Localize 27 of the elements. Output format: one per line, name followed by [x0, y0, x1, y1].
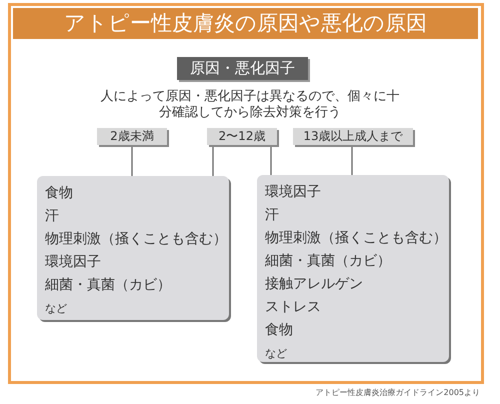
list-item: 環境因子	[265, 183, 321, 202]
connector-line	[270, 145, 272, 175]
list-item: 物理刺激（掻くことも含む）	[45, 230, 227, 249]
list-item: ストレス	[265, 298, 321, 317]
age-label-box: 13歳以上成人まで	[293, 128, 413, 145]
connector-line	[351, 145, 353, 175]
source-caption: アトピー性皮膚炎治療ガイドライン2005より	[316, 387, 480, 398]
connector-line	[131, 145, 133, 176]
factor-list-box	[37, 176, 229, 320]
age-label-box: 2〜12歳	[207, 128, 277, 145]
note-text: 人によって原因・悪化因子は異なるので、個々に十分確認してから除去対策を行う	[100, 89, 400, 121]
heading-box: 原因・悪化因子	[177, 57, 308, 80]
list-item: 食物	[265, 321, 293, 340]
list-item: 汗	[45, 207, 59, 226]
list-item: 物理刺激（掻くことも含む）	[265, 229, 447, 248]
list-item: 環境因子	[45, 253, 101, 272]
title-banner: アトピー性皮膚炎の原因や悪化の原因	[13, 8, 478, 39]
list-item: など	[45, 301, 67, 317]
list-item: 細菌・真菌（カビ）	[265, 252, 391, 271]
list-item: 汗	[265, 206, 279, 225]
connector-line	[212, 145, 214, 176]
list-item: など	[265, 346, 287, 362]
list-item: 細菌・真菌（カビ）	[45, 276, 171, 295]
list-item: 接触アレルゲン	[265, 275, 363, 294]
age-label-box: 2歳未満	[97, 128, 167, 145]
list-item: 食物	[45, 184, 73, 203]
factor-list-box	[257, 175, 449, 362]
